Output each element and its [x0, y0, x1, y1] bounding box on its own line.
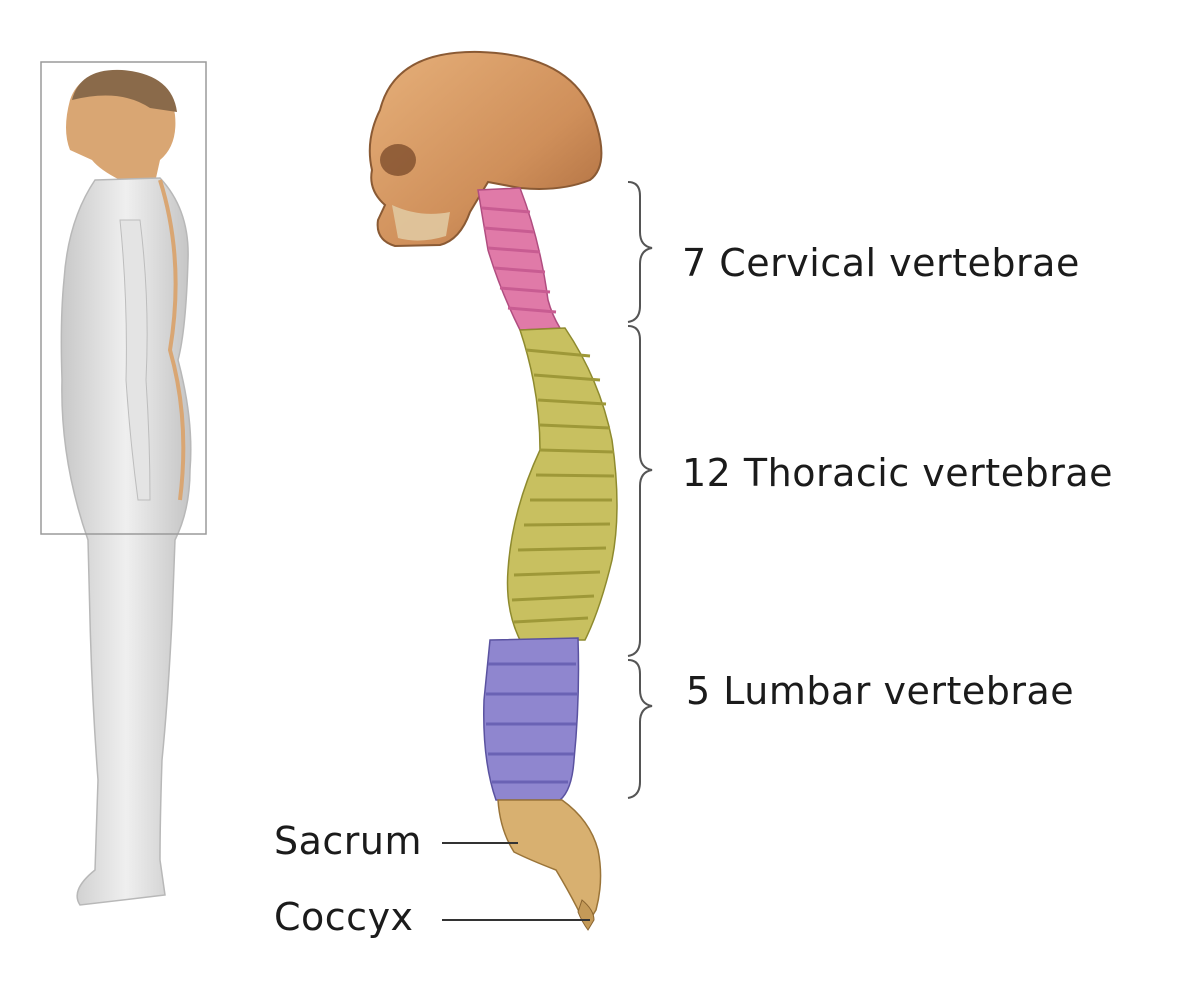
thoracic-ribs — [511, 348, 615, 624]
cervical-ribs — [481, 206, 557, 314]
skull-jaw — [392, 205, 450, 241]
lumbar-region — [483, 637, 580, 801]
lumbar-vertebrae — [486, 662, 577, 784]
figure-spine-line — [158, 179, 186, 501]
bracket-lumbar — [627, 659, 653, 799]
skull-cranium — [368, 50, 603, 248]
figure-highlight-box — [40, 61, 207, 535]
thoracic-region — [506, 327, 618, 641]
lumbar-label: 5 Lumbar vertebrae — [686, 669, 1075, 713]
skull — [368, 50, 603, 248]
coccyx-region — [577, 899, 595, 931]
leader-lines — [442, 842, 590, 921]
figure-body — [60, 177, 192, 906]
sacrum-region — [497, 799, 602, 928]
coccyx-label: Coccyx — [274, 895, 414, 939]
thoracic-label: 12 Thoracic vertebrae — [682, 451, 1113, 495]
human-figure — [40, 61, 207, 906]
figure-arm — [119, 219, 151, 501]
region-brackets — [627, 181, 653, 799]
figure-hair — [72, 69, 177, 112]
skull-eye-socket — [380, 144, 416, 176]
spine — [477, 187, 618, 931]
sacrum-label: Sacrum — [274, 819, 423, 863]
bracket-thoracic — [627, 325, 653, 657]
bracket-cervical — [627, 181, 653, 323]
cervical-region — [477, 187, 562, 331]
cervical-label: 7 Cervical vertebrae — [682, 241, 1080, 285]
